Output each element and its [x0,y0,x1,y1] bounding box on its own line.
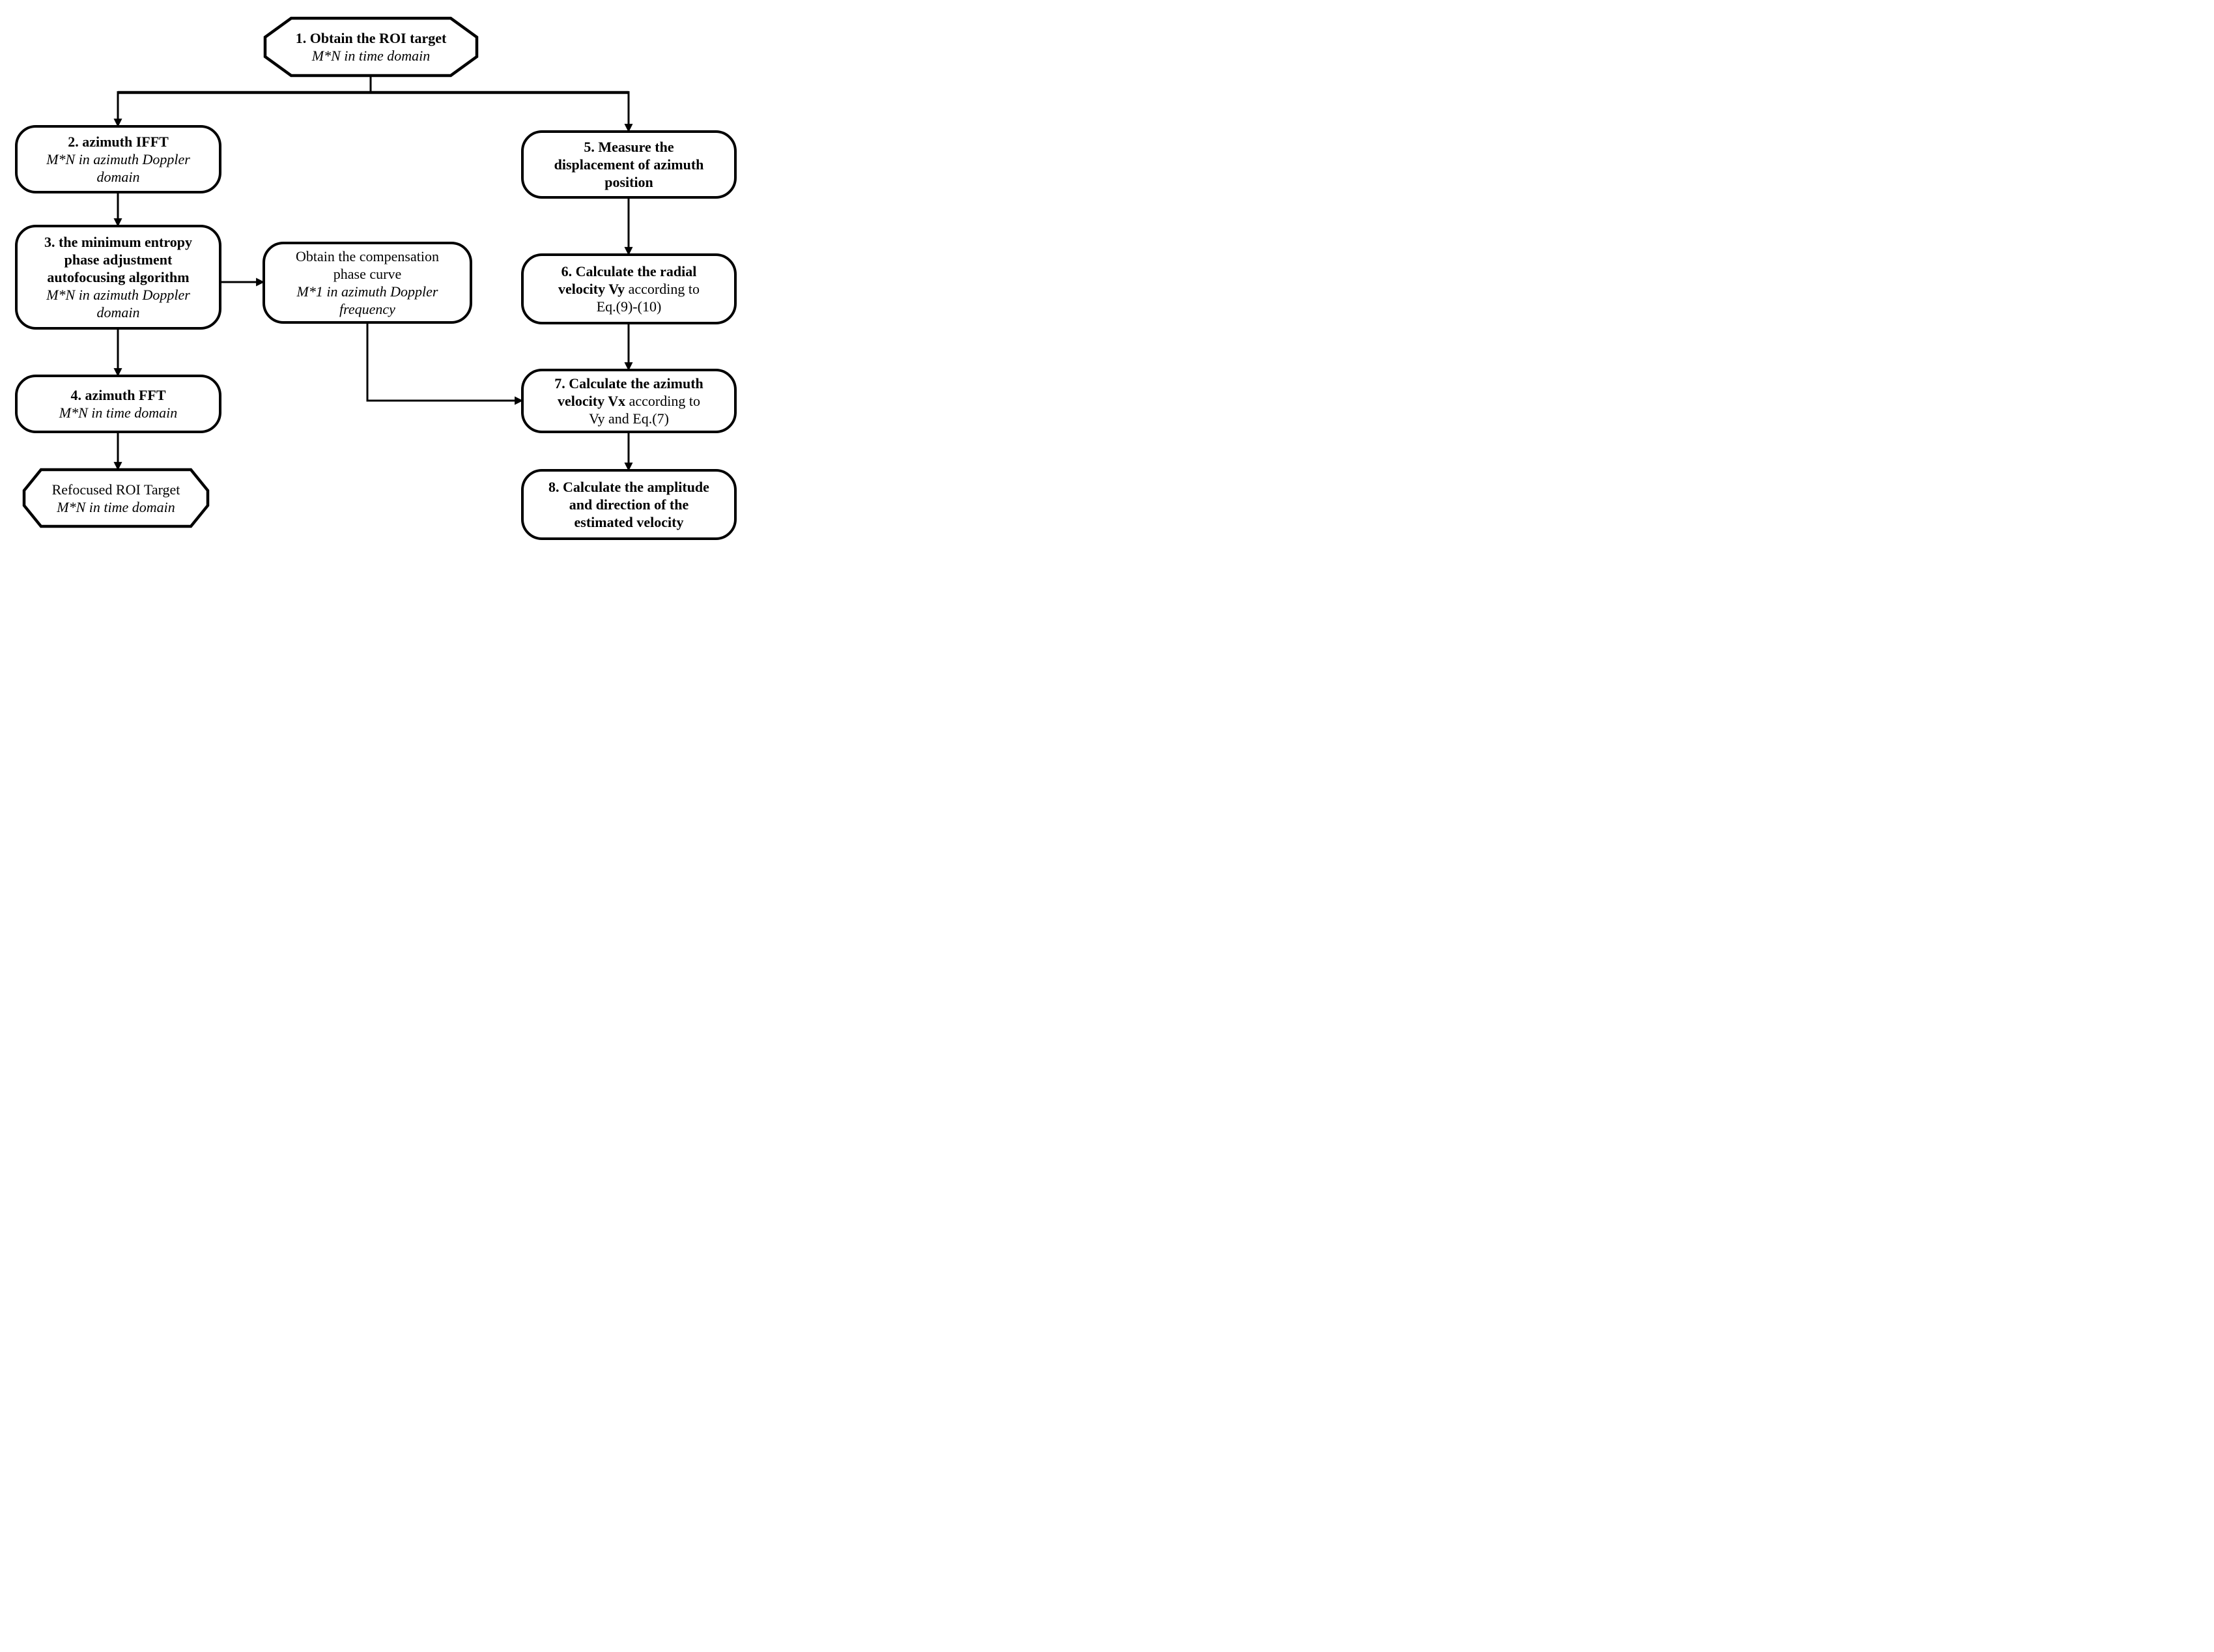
box5-shape [521,130,737,199]
node-amplitude-direction-title: 8. Calculate the amplitude [548,479,709,495]
node-obtain-roi-target: 1. Obtain the ROI target M*N in time dom… [265,18,477,76]
box4-shape [15,375,221,433]
node-calculate-azimuth-velocity: 7. Calculate the azimuth velocity Vx acc… [554,375,703,427]
flowchart-canvas: 1. Obtain the ROI target M*N in time dom… [0,0,738,550]
node-azimuth-fft: 4. azimuth FFT M*N in time domain [59,387,178,421]
node-measure-displacement: 5. Measure the displacement of azimuth p… [554,139,704,190]
box1-octagon-shape [263,16,479,78]
node-azimuth-ifft-title: 2. azimuth IFFT [68,134,169,150]
node-compensation-title: Obtain the compensation [296,248,439,264]
box6-shape [521,253,737,324]
boxC-shape [263,242,472,324]
node-measure-displacement-title: 5. Measure the [584,139,674,155]
connector-boxC-to-box7 [366,322,524,405]
box7-shape [521,369,737,433]
node-refocused-roi-title: Refocused ROI Target [51,481,180,498]
box8-shape [521,469,737,540]
node-azimuth-ifft: 2. azimuth IFFT M*N in azimuth Doppler d… [46,134,190,185]
node-azimuth-fft-title: 4. azimuth FFT [70,387,166,403]
node-minimum-entropy-autofocus: 3. the minimum entropy phase adjustment … [44,234,192,320]
node-obtain-roi-title: 1. Obtain the ROI target [295,30,447,46]
node-obtain-roi-subtitle: M*N in time domain [311,48,431,64]
node-refocused-roi-target: Refocused ROI Target M*N in time domain [51,481,180,515]
flowchart-shapes-layer [15,16,737,540]
box3-shape [15,225,221,330]
node-calculate-amplitude-direction: 8. Calculate the amplitude and direction… [548,479,709,530]
node-minimum-entropy-title: 3. the minimum entropy [44,234,192,250]
node-calculate-radial-velocity: 6. Calculate the radial velocity Vy acco… [558,263,700,315]
node-compensation-phase-curve: Obtain the compensation phase curve M*1 … [296,248,439,317]
oct2-octagon-shape [22,468,210,528]
box2-shape [15,125,221,193]
node-radial-velocity-title: 6. Calculate the radial [561,263,697,279]
node-azimuth-velocity-title: 7. Calculate the azimuth [554,375,703,392]
